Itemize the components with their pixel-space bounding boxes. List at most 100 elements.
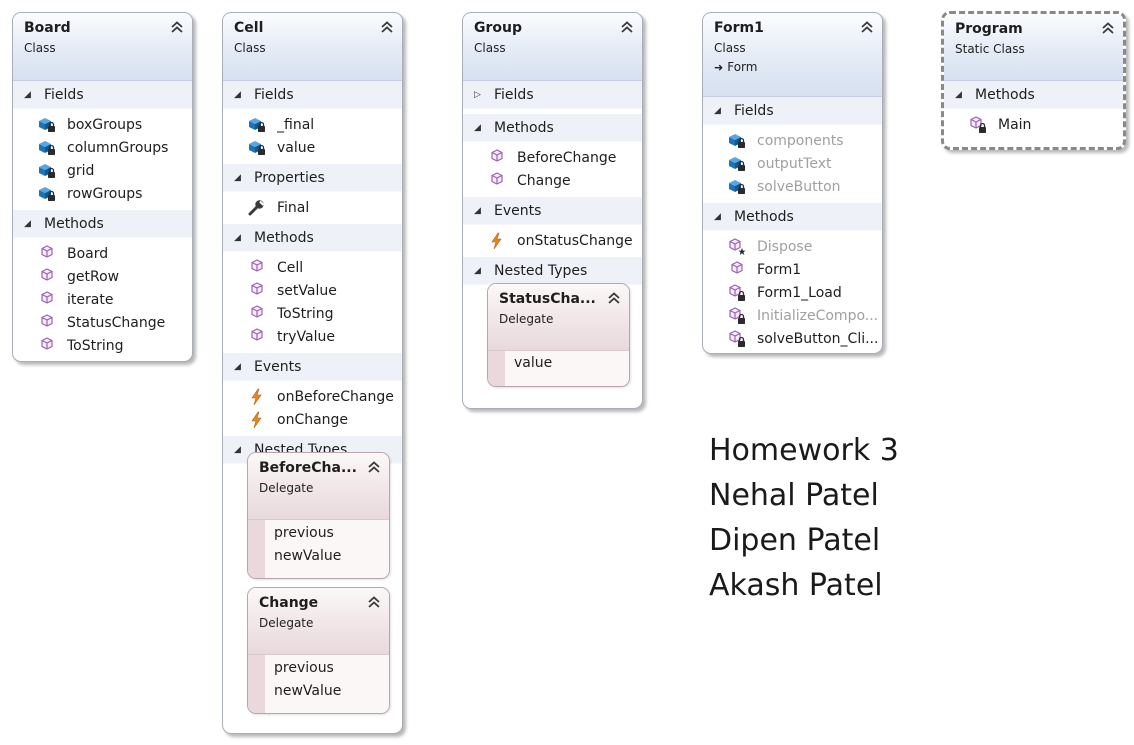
list-item[interactable]: columnGroups	[13, 136, 192, 159]
list-item[interactable]: Change	[463, 169, 642, 192]
section-label: Fields	[734, 102, 774, 119]
class-program[interactable]: Program Static Class ◢ Methods Main	[941, 11, 1126, 150]
list-item[interactable]: Main	[944, 113, 1123, 136]
expanded-triangle-icon[interactable]: ◢	[234, 232, 241, 243]
item-label: Main	[998, 116, 1032, 133]
list-item[interactable]: rowGroups	[13, 182, 192, 205]
field-icon	[727, 132, 747, 150]
list-item[interactable]: onStatusChange	[463, 229, 642, 252]
section-label: Methods	[44, 215, 104, 232]
collapse-chevrons-icon[interactable]	[620, 20, 634, 34]
item-label: boxGroups	[67, 116, 143, 133]
list-item[interactable]: Dispose	[703, 235, 882, 258]
section-methods[interactable]: ◢ Methods	[13, 210, 192, 238]
list-item[interactable]: getRow	[13, 265, 192, 288]
list-item[interactable]: Form1_Load	[703, 281, 882, 304]
field-icon	[37, 185, 57, 203]
section-fields[interactable]: ◢ Fields	[13, 81, 192, 109]
item-label: onBeforeChange	[277, 388, 394, 405]
class-form1[interactable]: Form1 Class ➜Form ◢ Fields components ou…	[702, 12, 883, 354]
parameter[interactable]: newValue	[274, 683, 342, 699]
expanded-triangle-icon[interactable]: ◢	[234, 172, 241, 183]
delegate-change[interactable]: Change Delegate previous newValue	[247, 587, 390, 714]
delegate-header[interactable]: StatusCha... Delegate	[488, 284, 629, 351]
list-item[interactable]: tryValue	[223, 325, 402, 348]
collapse-chevrons-icon[interactable]	[367, 595, 381, 609]
class-header[interactable]: Form1 Class ➜Form	[703, 13, 882, 97]
event-list: onBeforeChange onChange	[223, 381, 402, 436]
section-events[interactable]: ◢ Events	[463, 197, 642, 225]
list-item[interactable]: iterate	[13, 288, 192, 311]
parameter[interactable]: previous	[274, 660, 334, 676]
event-lightning-icon	[487, 232, 507, 250]
list-item[interactable]: components	[703, 129, 882, 152]
list-item[interactable]: onChange	[223, 408, 402, 431]
expanded-triangle-icon[interactable]: ◢	[474, 205, 481, 216]
list-item[interactable]: InitializeCompo...	[703, 304, 882, 327]
section-fields[interactable]: ▷ Fields	[463, 81, 642, 109]
collapse-chevrons-icon[interactable]	[1101, 21, 1115, 35]
section-events[interactable]: ◢ Events	[223, 353, 402, 381]
class-board[interactable]: Board Class ◢ Fields boxGroups columnGro…	[12, 12, 193, 362]
parameter[interactable]: value	[514, 355, 553, 371]
class-cell[interactable]: Cell Class ◢ Fields _final value ◢ Prope…	[222, 12, 403, 734]
class-header[interactable]: Cell Class	[223, 13, 402, 81]
list-item[interactable]: Cell	[223, 256, 402, 279]
parameter[interactable]: newValue	[274, 548, 342, 564]
list-item[interactable]: Form1	[703, 258, 882, 281]
delegate-status-change[interactable]: StatusCha... Delegate value	[487, 283, 630, 387]
collapse-chevrons-icon[interactable]	[607, 291, 621, 305]
list-item[interactable]: StatusChange	[13, 311, 192, 334]
class-group[interactable]: Group Class ▷ Fields ◢ Methods BeforeCha…	[462, 12, 643, 409]
list-item[interactable]: outputText	[703, 152, 882, 175]
list-item[interactable]: setValue	[223, 279, 402, 302]
list-item[interactable]: ToString	[223, 302, 402, 325]
section-fields[interactable]: ◢ Fields	[703, 97, 882, 125]
collapse-chevrons-icon[interactable]	[860, 20, 874, 34]
section-methods[interactable]: ◢ Methods	[944, 81, 1123, 109]
expanded-triangle-icon[interactable]: ◢	[234, 361, 241, 372]
list-item[interactable]: grid	[13, 159, 192, 182]
section-fields[interactable]: ◢ Fields	[223, 81, 402, 109]
expanded-triangle-icon[interactable]: ◢	[24, 218, 31, 229]
item-label: onChange	[277, 411, 349, 428]
section-methods[interactable]: ◢ Methods	[223, 224, 402, 252]
collapse-chevrons-icon[interactable]	[380, 20, 394, 34]
section-properties[interactable]: ◢ Properties	[223, 164, 402, 192]
collapse-chevrons-icon[interactable]	[170, 20, 184, 34]
class-kind: Class	[714, 41, 746, 55]
collapsed-triangle-icon[interactable]: ▷	[474, 89, 481, 100]
list-item[interactable]: ToString	[13, 334, 192, 357]
section-nested-types[interactable]: ◢ Nested Types	[463, 257, 642, 285]
expanded-triangle-icon[interactable]: ◢	[955, 89, 962, 100]
list-item[interactable]: _final	[223, 113, 402, 136]
delegate-header[interactable]: BeforeCha... Delegate	[248, 453, 389, 520]
list-item[interactable]: solveButton	[703, 175, 882, 198]
expanded-triangle-icon[interactable]: ◢	[714, 211, 721, 222]
delegate-before-change[interactable]: BeforeCha... Delegate previous newValue	[247, 452, 390, 579]
list-item[interactable]: Board	[13, 242, 192, 265]
class-header[interactable]: Group Class	[463, 13, 642, 81]
list-item[interactable]: BeforeChange	[463, 146, 642, 169]
list-item[interactable]: boxGroups	[13, 113, 192, 136]
section-methods[interactable]: ◢ Methods	[703, 203, 882, 231]
section-methods[interactable]: ◢ Methods	[463, 114, 642, 142]
expanded-triangle-icon[interactable]: ◢	[714, 105, 721, 116]
item-label: Dispose	[757, 238, 813, 255]
list-item[interactable]: onBeforeChange	[223, 385, 402, 408]
comment-note[interactable]: Homework 3 Nehal Patel Dipen Patel Akash…	[709, 428, 899, 608]
delegate-header[interactable]: Change Delegate	[248, 588, 389, 655]
expanded-triangle-icon[interactable]: ◢	[474, 265, 481, 276]
list-item[interactable]: solveButton_Cli...	[703, 327, 882, 350]
class-header[interactable]: Program Static Class	[944, 14, 1123, 81]
expanded-triangle-icon[interactable]: ◢	[234, 89, 241, 100]
list-item[interactable]: Final	[223, 196, 402, 219]
expanded-triangle-icon[interactable]: ◢	[474, 122, 481, 133]
expanded-triangle-icon[interactable]: ◢	[24, 89, 31, 100]
list-item[interactable]: value	[223, 136, 402, 159]
collapse-chevrons-icon[interactable]	[367, 460, 381, 474]
field-icon	[37, 162, 57, 180]
expanded-triangle-icon[interactable]: ◢	[234, 444, 241, 455]
class-header[interactable]: Board Class	[13, 13, 192, 81]
parameter[interactable]: previous	[274, 525, 334, 541]
